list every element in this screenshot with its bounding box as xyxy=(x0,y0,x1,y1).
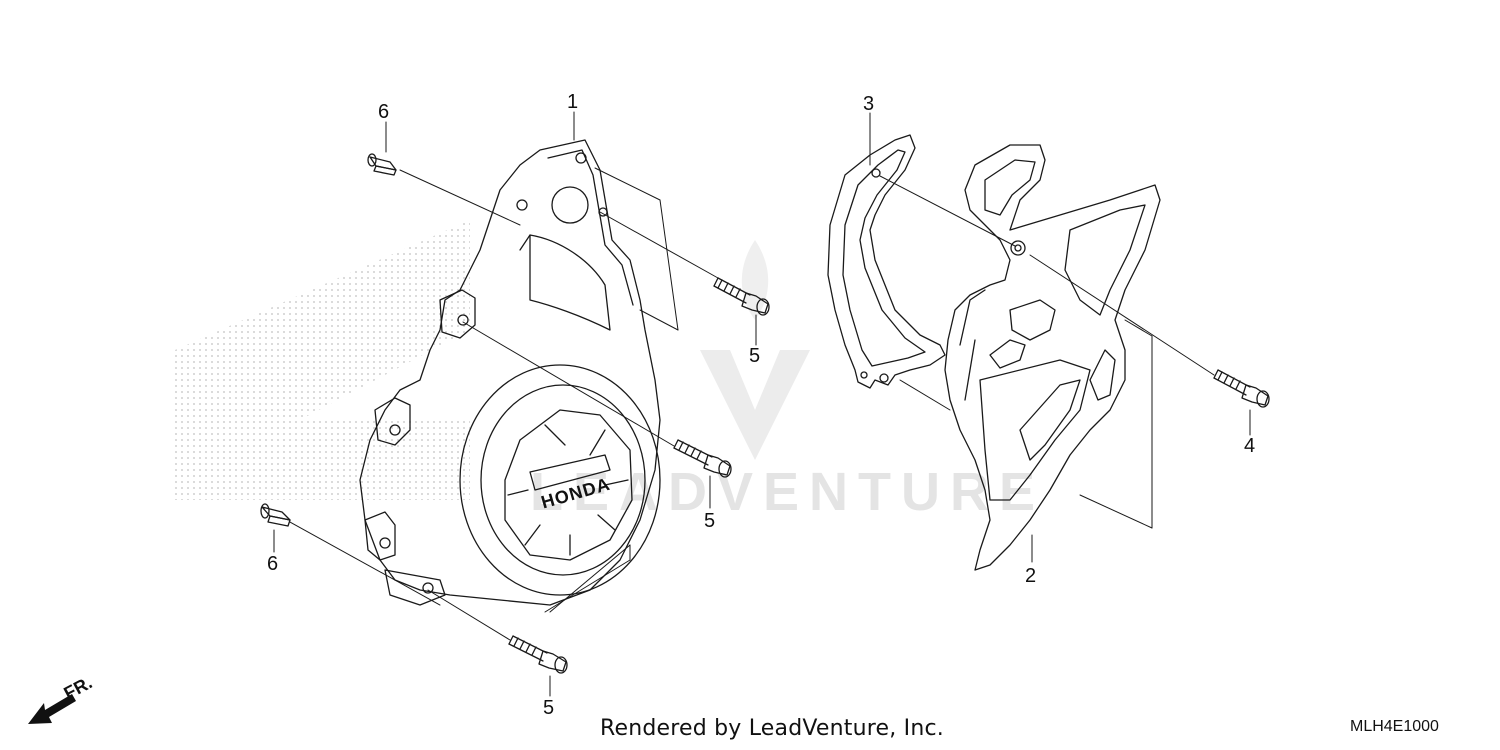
callout-dowel-bottom: 6 xyxy=(267,553,278,575)
dowel-top xyxy=(367,153,397,176)
watermark-text: LEADVENTURE xyxy=(530,462,1045,522)
bolt-top xyxy=(713,277,770,316)
gasket xyxy=(827,134,946,389)
render-credit: Rendered by LeadVenture, Inc. xyxy=(600,716,944,741)
callout-bolt-top: 5 xyxy=(749,345,760,367)
callout-guard: 2 xyxy=(1025,565,1036,587)
front-arrow-icon xyxy=(28,694,76,724)
watermark: LEADVENTURE xyxy=(175,220,1045,522)
front-direction-indicator: FR. xyxy=(28,672,95,724)
callout-gasket: 3 xyxy=(863,93,874,115)
sprocket-guard xyxy=(944,144,1161,571)
bolt-right xyxy=(1213,369,1270,408)
diagram-id: MLH4E1000 xyxy=(1350,718,1439,735)
callout-bolt-right: 4 xyxy=(1244,435,1255,457)
generator-cover: HONDA xyxy=(359,139,661,606)
callout-bolt-middle: 5 xyxy=(704,510,715,532)
watermark-wing-shape xyxy=(175,220,470,500)
bolt-middle xyxy=(673,439,732,478)
cover-star-cap xyxy=(504,409,633,561)
leader-lines xyxy=(273,111,1251,697)
callout-bolt-bottom: 5 xyxy=(543,697,554,719)
callout-dowel-top: 6 xyxy=(378,101,389,123)
bolt-bottom xyxy=(508,635,568,674)
dowel-bottom xyxy=(260,503,291,527)
watermark-logo-icon xyxy=(700,350,810,460)
callouts: 1 2 3 4 5 5 5 6 6 xyxy=(267,91,1255,719)
callout-cover: 1 xyxy=(567,91,578,113)
